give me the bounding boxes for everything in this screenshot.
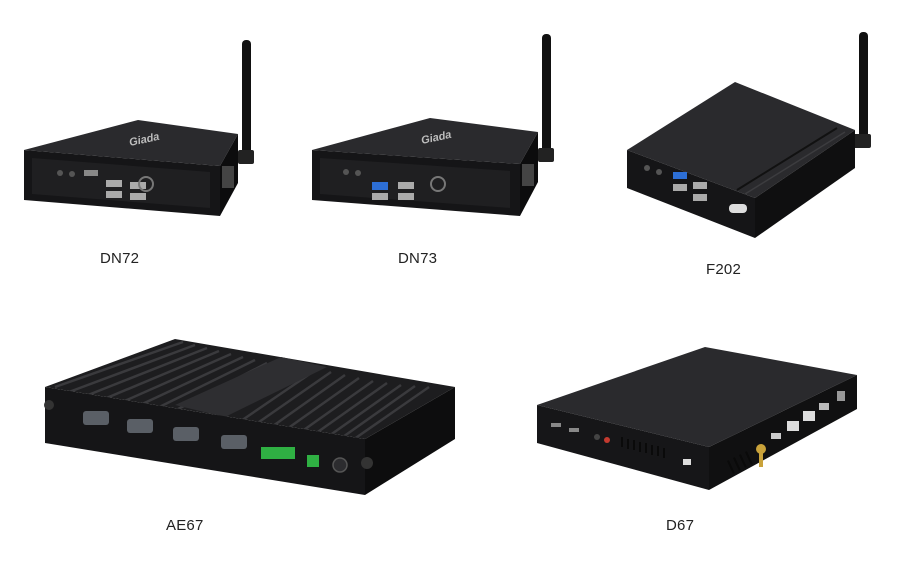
product-label-dn73: DN73 [398,250,438,267]
product-label-dn72: DN72 [100,250,140,267]
product-label-f202: F202 [706,261,741,278]
antenna [542,34,551,156]
vent-slots [621,437,665,458]
slim-mini-pc-icon [537,347,857,490]
product-ae67 [35,335,465,500]
product-dn72: Giada [20,38,260,223]
product-label-d67: D67 [666,517,695,534]
product-f202 [625,30,875,240]
usb3-port [372,182,388,190]
mini-pc-antenna-icon: Giada [312,34,554,216]
product-dn73: Giada [310,32,560,222]
mini-pc-cube-antenna-icon [627,32,871,238]
product-d67 [535,345,865,495]
terminal-block [307,455,319,467]
fanless-industrial-pc-icon [44,339,455,495]
terminal-block [261,447,295,459]
antenna [242,40,251,158]
antenna [859,32,868,144]
product-label-ae67: AE67 [166,517,204,534]
mini-pc-antenna-icon: Giada [24,40,254,216]
usb3-port [673,172,687,179]
